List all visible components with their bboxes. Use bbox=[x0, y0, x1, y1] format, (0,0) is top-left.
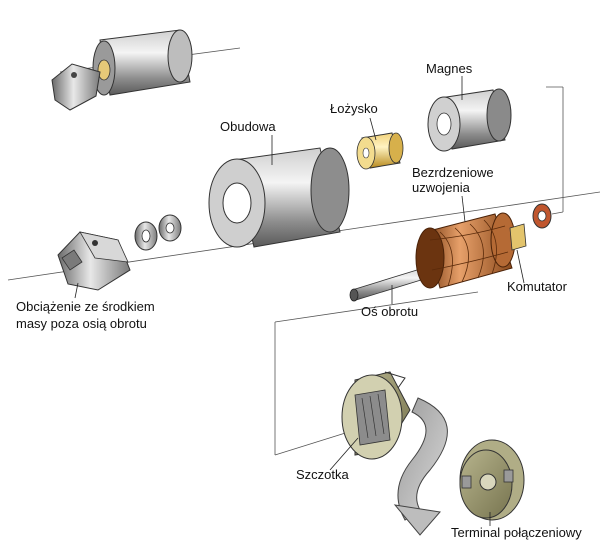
assembled-motor bbox=[51, 29, 193, 111]
eccentric-weight bbox=[57, 231, 131, 291]
rotation-arrow-icon bbox=[393, 397, 448, 536]
label-magnes: Magnes bbox=[426, 61, 473, 76]
label-obciazenie-line2: masy poza osią obrotu bbox=[16, 316, 147, 331]
label-obciazenie-line1: Obciążenie ze środkiem bbox=[16, 299, 155, 314]
brush-assembly bbox=[341, 371, 411, 460]
label-obudowa: Obudowa bbox=[220, 119, 276, 134]
label-lozysko: Łożysko bbox=[330, 101, 378, 116]
bearing bbox=[356, 132, 404, 170]
label-uzwojenia-line1: Bezrdzeniowe bbox=[412, 165, 494, 180]
label-uzwojenia-line2: uzwojenia bbox=[412, 180, 470, 195]
label-szczotka: Szczotka bbox=[296, 467, 349, 482]
housing bbox=[208, 147, 350, 248]
washers bbox=[134, 214, 182, 251]
terminal-connector bbox=[459, 439, 525, 521]
leader-lines bbox=[74, 76, 525, 526]
label-os-obrotu: Oś obrotu bbox=[361, 304, 419, 319]
magnet bbox=[427, 88, 512, 152]
rotor-windings bbox=[415, 212, 527, 289]
commutator-ring bbox=[532, 203, 552, 229]
label-terminal: Terminal połączeniowy bbox=[451, 525, 582, 540]
label-komutator: Komutator bbox=[507, 279, 567, 294]
